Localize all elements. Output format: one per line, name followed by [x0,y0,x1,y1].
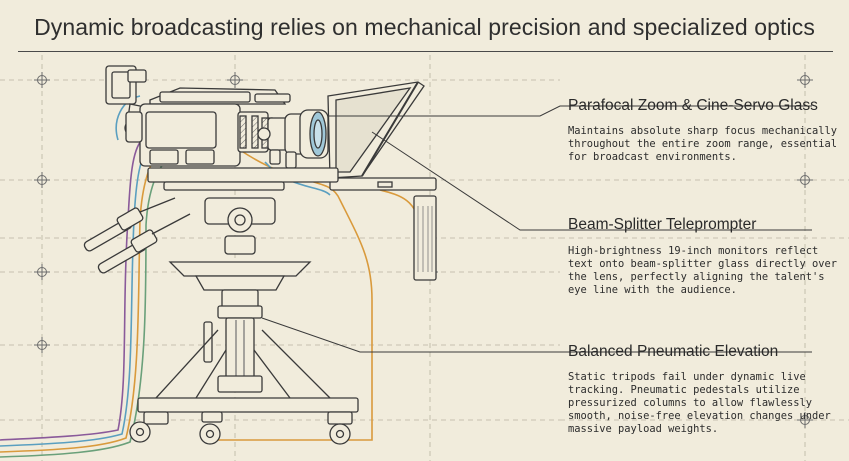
caster-wheel [329,423,351,445]
callout-line: smooth, noise-free elevation changes und… [568,410,831,422]
broadcast-camera [83,65,437,445]
crosshair-mark [34,172,50,188]
callout-line: Static tripods fail under dynamic live [568,371,806,383]
crosshair-mark [34,337,50,353]
title-divider [18,51,833,52]
crosshair-mark [797,172,813,188]
callout-title-pedestal: Balanced Pneumatic Elevation [568,343,779,360]
crosshair-mark [227,72,243,88]
callout-line: tracking. Pneumatic pedestals utilize [568,384,800,396]
callout-line: the lens, perfectly aligning the talent'… [568,271,825,283]
pan-bar-upper [83,197,176,252]
pan-bar-lower [97,213,191,274]
leader-lines [261,105,812,353]
callout-desc-zoom: Maintains absolute sharp focus mechanica… [568,125,837,164]
callout-desc-teleprompter: High-brightness 19-inch monitors reflect… [568,245,837,297]
crosshair-mark [34,264,50,280]
registration-marks [34,72,813,428]
callout-line: pressurized columns to allow flawlessly [568,397,812,409]
callout-line: Maintains absolute sharp focus mechanica… [568,125,837,137]
crosshair-mark [34,72,50,88]
callout-line: for broadcast environments. [568,151,737,163]
pedestal-base [137,397,359,413]
callout-line: text onto beam-splitter glass directly o… [568,258,837,270]
caster-wheel [129,421,151,443]
callout-desc-pedestal: Static tripods fail under dynamic live t… [568,371,833,436]
mounting-plate [147,167,339,183]
callout-line: High-brightness 19-inch monitors reflect [568,245,819,257]
callout-title-zoom: Parafocal Zoom & Cine-Servo Glass [568,97,818,114]
page-title: Dynamic broadcasting relies on mechanica… [34,14,815,40]
callout-line: massive payload weights. [568,423,719,435]
crosshair-mark [797,72,813,88]
callout-line: throughout the entire zoom range, essent… [568,138,837,150]
callout-title-teleprompter: Beam-Splitter Teleprompter [568,216,757,233]
pedestal-bowl [168,261,312,277]
prompter-monitor [413,195,437,281]
callout-line: eye line with the audience. [568,284,737,296]
crosshair-mark [797,412,813,428]
caster-wheel [199,423,221,445]
